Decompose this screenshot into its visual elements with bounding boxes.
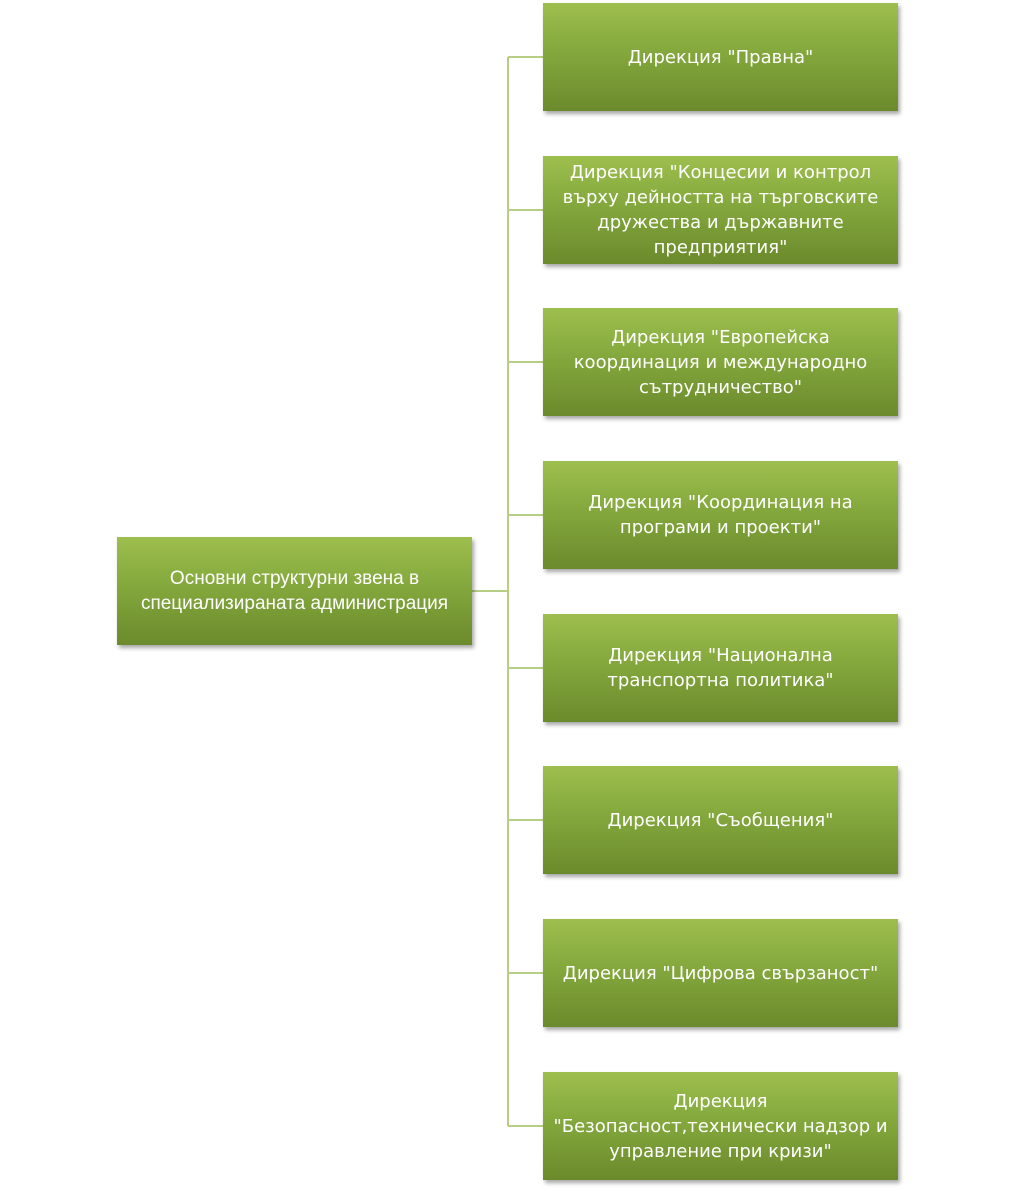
child-node-saobshtenia: Дирекция "Съобщения" xyxy=(543,766,898,874)
child-node-koncesii: Дирекция "Концесии и контрол върху дейно… xyxy=(543,156,898,264)
child-node-transportna-politika: Дирекция "Национална транспортна политик… xyxy=(543,614,898,722)
child-node-pravna: Дирекция "Правна" xyxy=(543,3,898,111)
child-node-label: Дирекция "Правна" xyxy=(627,46,814,68)
child-node-label: Дирекция "Концесии и контрол върху дейно… xyxy=(562,162,879,258)
child-node-cifrova-svarzanost: Дирекция "Цифрова свързаност" xyxy=(543,919,898,1027)
child-node-label: Дирекция "Европейска координация и между… xyxy=(573,326,868,398)
child-node-label: Дирекция "Координация на програми и прое… xyxy=(588,492,853,538)
child-node-evropeiska-koordinacia: Дирекция "Европейска координация и между… xyxy=(543,308,898,416)
child-node-bezopasnost: Дирекция "Безопасност,технически надзор … xyxy=(543,1072,898,1180)
root-node-label: Основни структурни звена в специализиран… xyxy=(140,568,449,614)
child-node-label: Дирекция "Съобщения" xyxy=(607,809,834,831)
child-node-label: Дирекция "Национална транспортна политик… xyxy=(607,645,834,691)
child-node-koordinacia-programi: Дирекция "Координация на програми и прое… xyxy=(543,461,898,569)
child-node-label: Дирекция "Цифрова свързаност" xyxy=(562,962,879,984)
root-node: Основни структурни звена в специализиран… xyxy=(117,537,472,645)
child-node-label: Дирекция "Безопасност,технически надзор … xyxy=(553,1090,888,1162)
